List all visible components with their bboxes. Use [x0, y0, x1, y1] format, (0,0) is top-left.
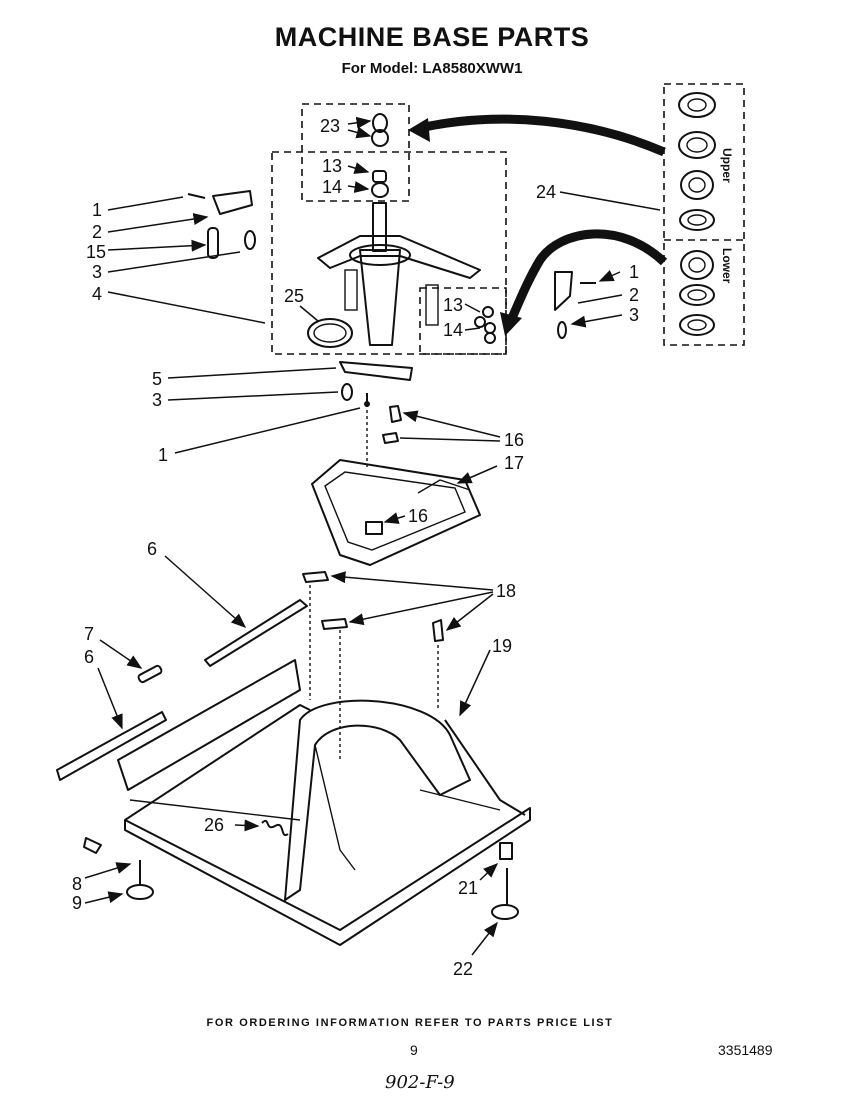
- handwritten-note: 902-F-9: [385, 1072, 455, 1093]
- transmission-assembly: [317, 113, 481, 346]
- callout-13-upper: 13: [322, 156, 342, 176]
- callout-19: 19: [492, 636, 512, 656]
- pad-18-a: [302, 571, 329, 583]
- bearing-group-box: [301, 103, 410, 202]
- callout-9: 9: [72, 893, 82, 913]
- right-clamp-set: [554, 271, 596, 339]
- callout-1-mid: 1: [158, 445, 168, 465]
- callout-22: 22: [453, 959, 473, 979]
- callout-2-left: 2: [92, 222, 102, 242]
- foot-22: [491, 904, 519, 920]
- callout-6-upper: 6: [147, 539, 157, 559]
- callout-21: 21: [458, 878, 478, 898]
- bearing-kit-box: [663, 83, 745, 346]
- callout-18: 18: [496, 581, 516, 601]
- callout-7: 7: [84, 624, 94, 644]
- callout-14-lower: 14: [443, 320, 463, 340]
- document-number: 3351489: [718, 1042, 773, 1058]
- pad-16-top: [389, 405, 402, 423]
- leader-lines: [84, 116, 661, 956]
- slider-7: [137, 664, 163, 684]
- spring-26: [261, 819, 289, 837]
- page-number: 9: [410, 1042, 418, 1058]
- model-subtitle: For Model: LA8580XWW1: [341, 60, 523, 77]
- callout-23: 23: [320, 116, 340, 136]
- pad-18-c: [432, 619, 444, 642]
- leg-cap-8: [83, 837, 102, 854]
- callout-3-mid: 3: [152, 390, 162, 410]
- ordering-info: FOR ORDERING INFORMATION REFER TO PARTS …: [206, 1017, 614, 1029]
- left-clamp-set: [187, 190, 256, 259]
- rail-6-upper: [204, 599, 308, 667]
- base-frame-19: [117, 659, 531, 946]
- callout-6-lower: 6: [84, 647, 94, 667]
- callout-16-upper: 16: [504, 430, 524, 450]
- callout-26: 26: [204, 815, 224, 835]
- lower-label: Lower: [720, 248, 734, 284]
- callout-16-lower: 16: [408, 506, 428, 526]
- callout-13-lower: 13: [443, 295, 463, 315]
- callout-24: 24: [536, 182, 556, 202]
- callout-4: 4: [92, 284, 102, 304]
- upper-bearing-parts: [678, 92, 716, 231]
- lower-kit-arrow: [507, 229, 668, 320]
- pad-16-frame: [365, 521, 383, 535]
- agitator-drive-box: [271, 151, 507, 355]
- nut-21: [499, 842, 513, 860]
- callout-8: 8: [72, 874, 82, 894]
- upper-kit-arrow: [419, 114, 666, 157]
- pad-18-b: [321, 618, 348, 630]
- suspension-frame-17: [311, 459, 481, 566]
- seal-25: [307, 318, 353, 348]
- callout-14-upper: 14: [322, 177, 342, 197]
- callout-3-left: 3: [92, 262, 102, 282]
- callout-5: 5: [152, 369, 162, 389]
- page-title: MACHINE BASE PARTS: [274, 22, 590, 52]
- upper-label: Upper: [720, 148, 734, 183]
- callout-17: 17: [504, 453, 524, 473]
- callout-numbers: 23 13 14 1 2 15 3 4 25 24 1 2 3 13 14 5 …: [72, 116, 639, 979]
- foot-9: [126, 884, 154, 900]
- callout-15: 15: [86, 242, 106, 262]
- hardware-group-box: [419, 287, 507, 355]
- strap-5: [339, 361, 413, 381]
- callout-25: 25: [284, 286, 304, 306]
- callout-3-right: 3: [629, 305, 639, 325]
- callout-2-right: 2: [629, 285, 639, 305]
- lower-bearing-parts: [679, 250, 715, 336]
- callout-1-left: 1: [92, 200, 102, 220]
- callout-1-right: 1: [629, 262, 639, 282]
- rail-6-lower: [56, 711, 167, 781]
